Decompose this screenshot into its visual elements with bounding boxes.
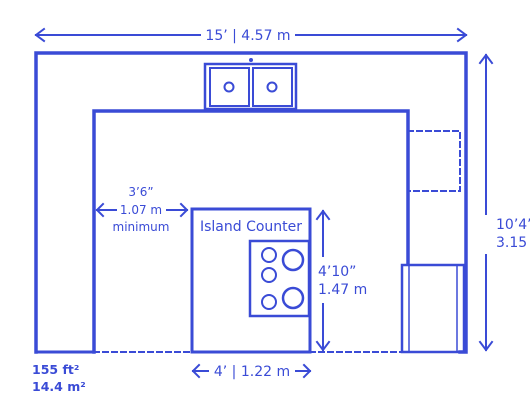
area-sqft: 155 ft²	[32, 362, 79, 377]
double-sink-icon	[203, 58, 298, 111]
base-cabinet-right	[400, 263, 466, 354]
dashed-appliance-outline	[407, 130, 461, 192]
cooktop-icon	[248, 239, 311, 318]
width-label: 15’ | 4.57 m	[205, 28, 290, 44]
clearance-label-ft: 3’6”	[128, 185, 153, 199]
height-label-m: 3.15 m	[496, 235, 530, 251]
clearance-label-m: 1.07 m	[120, 203, 162, 217]
island-width-dimension-line	[191, 363, 312, 379]
island-width-label: 4’ | 1.22 m	[214, 364, 290, 380]
area-sqm: 14.4 m²	[32, 379, 86, 394]
clearance-dimension-line	[95, 202, 189, 218]
clearance-note: minimum	[113, 220, 170, 234]
island-depth-label-m: 1.47 m	[318, 282, 367, 298]
island-depth-dimension-line	[315, 209, 331, 352]
height-label-ft: 10’4”	[496, 217, 530, 233]
width-dimension-line	[34, 27, 468, 43]
island-depth-label-ft: 4’10”	[318, 264, 356, 280]
height-dimension-line	[478, 53, 494, 352]
island-label: Island Counter	[200, 219, 302, 235]
